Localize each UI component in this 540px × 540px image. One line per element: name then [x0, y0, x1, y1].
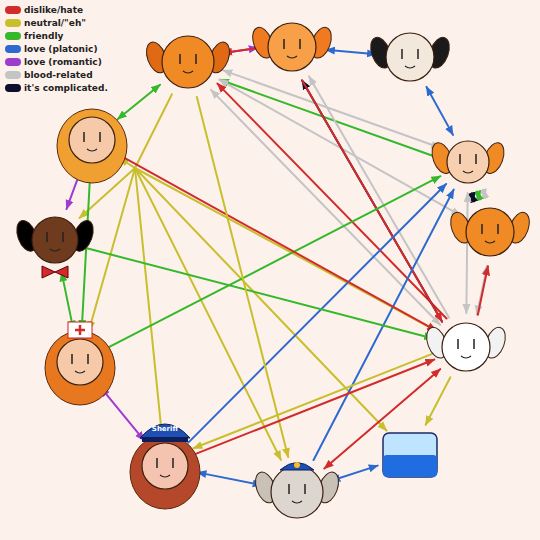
character-face	[367, 33, 453, 81]
character-face	[45, 331, 115, 405]
relation-arrow	[197, 472, 261, 485]
relation-arrow	[197, 97, 288, 457]
relation-arrow	[426, 377, 451, 425]
relation-arrow	[466, 193, 467, 313]
legend-swatch	[5, 19, 21, 27]
legend-entry: friendly	[5, 30, 63, 42]
legend-entry: love (platonic)	[5, 43, 98, 55]
character-face	[130, 435, 200, 509]
relation-arrow	[89, 168, 135, 330]
relation-arrow	[472, 193, 475, 201]
relation-arrow	[118, 85, 160, 119]
legend-entry: it's complicated.	[5, 82, 108, 94]
legend-entry: dislike/hate	[5, 4, 83, 16]
legend-entry: neutral/"eh"	[5, 17, 86, 29]
relation-arrow	[109, 176, 440, 347]
relation-arrow	[135, 94, 172, 168]
relation-arrow	[477, 266, 487, 314]
accessories	[42, 266, 314, 470]
legend-text: dislike/hate	[24, 5, 83, 15]
legend-entry: love (romantic)	[5, 56, 102, 68]
relation-arrow	[188, 184, 446, 443]
legend-swatch	[5, 32, 21, 40]
relation-arrow	[101, 388, 144, 441]
relation-arrow	[62, 272, 74, 329]
connectors	[62, 48, 488, 485]
relation-arrow	[302, 80, 442, 321]
relation-arrow	[135, 168, 162, 433]
legend-text: love (platonic)	[24, 44, 98, 54]
relation-arrow	[426, 87, 453, 135]
relation-arrow	[219, 80, 460, 216]
relation-arrow	[82, 173, 90, 329]
character-face	[428, 140, 508, 183]
character-face	[249, 23, 335, 71]
hat-label: Sheriff	[152, 425, 178, 433]
legend-swatch	[5, 58, 21, 66]
character-face	[423, 323, 509, 371]
character-face	[57, 109, 127, 183]
relation-arrow	[217, 84, 446, 319]
legend-text: friendly	[24, 31, 63, 41]
legend-swatch	[5, 71, 21, 79]
legend-text: blood-related	[24, 70, 93, 80]
legend-swatch	[5, 84, 21, 92]
character-face	[13, 217, 97, 263]
relation-arrow	[478, 266, 488, 314]
relation-arrow	[135, 168, 281, 460]
relation-arrow	[87, 248, 433, 338]
legend-swatch	[5, 6, 21, 14]
legend-swatch	[5, 45, 21, 53]
relation-arrow	[302, 80, 442, 321]
legend-text: love (romantic)	[24, 57, 102, 67]
character-face	[143, 36, 234, 88]
relation-arrow	[121, 156, 436, 331]
legend-entry: blood-related	[5, 69, 93, 81]
legend-text: it's complicated.	[24, 83, 108, 93]
faces	[13, 23, 533, 518]
relation-arrow	[483, 190, 486, 198]
character-face	[252, 466, 343, 518]
relation-arrow	[326, 50, 376, 54]
relation-arrow	[309, 76, 449, 317]
legend-text: neutral/"eh"	[24, 18, 86, 28]
character-face	[383, 433, 437, 477]
character-face	[447, 208, 533, 256]
relation-arrow	[477, 192, 480, 200]
